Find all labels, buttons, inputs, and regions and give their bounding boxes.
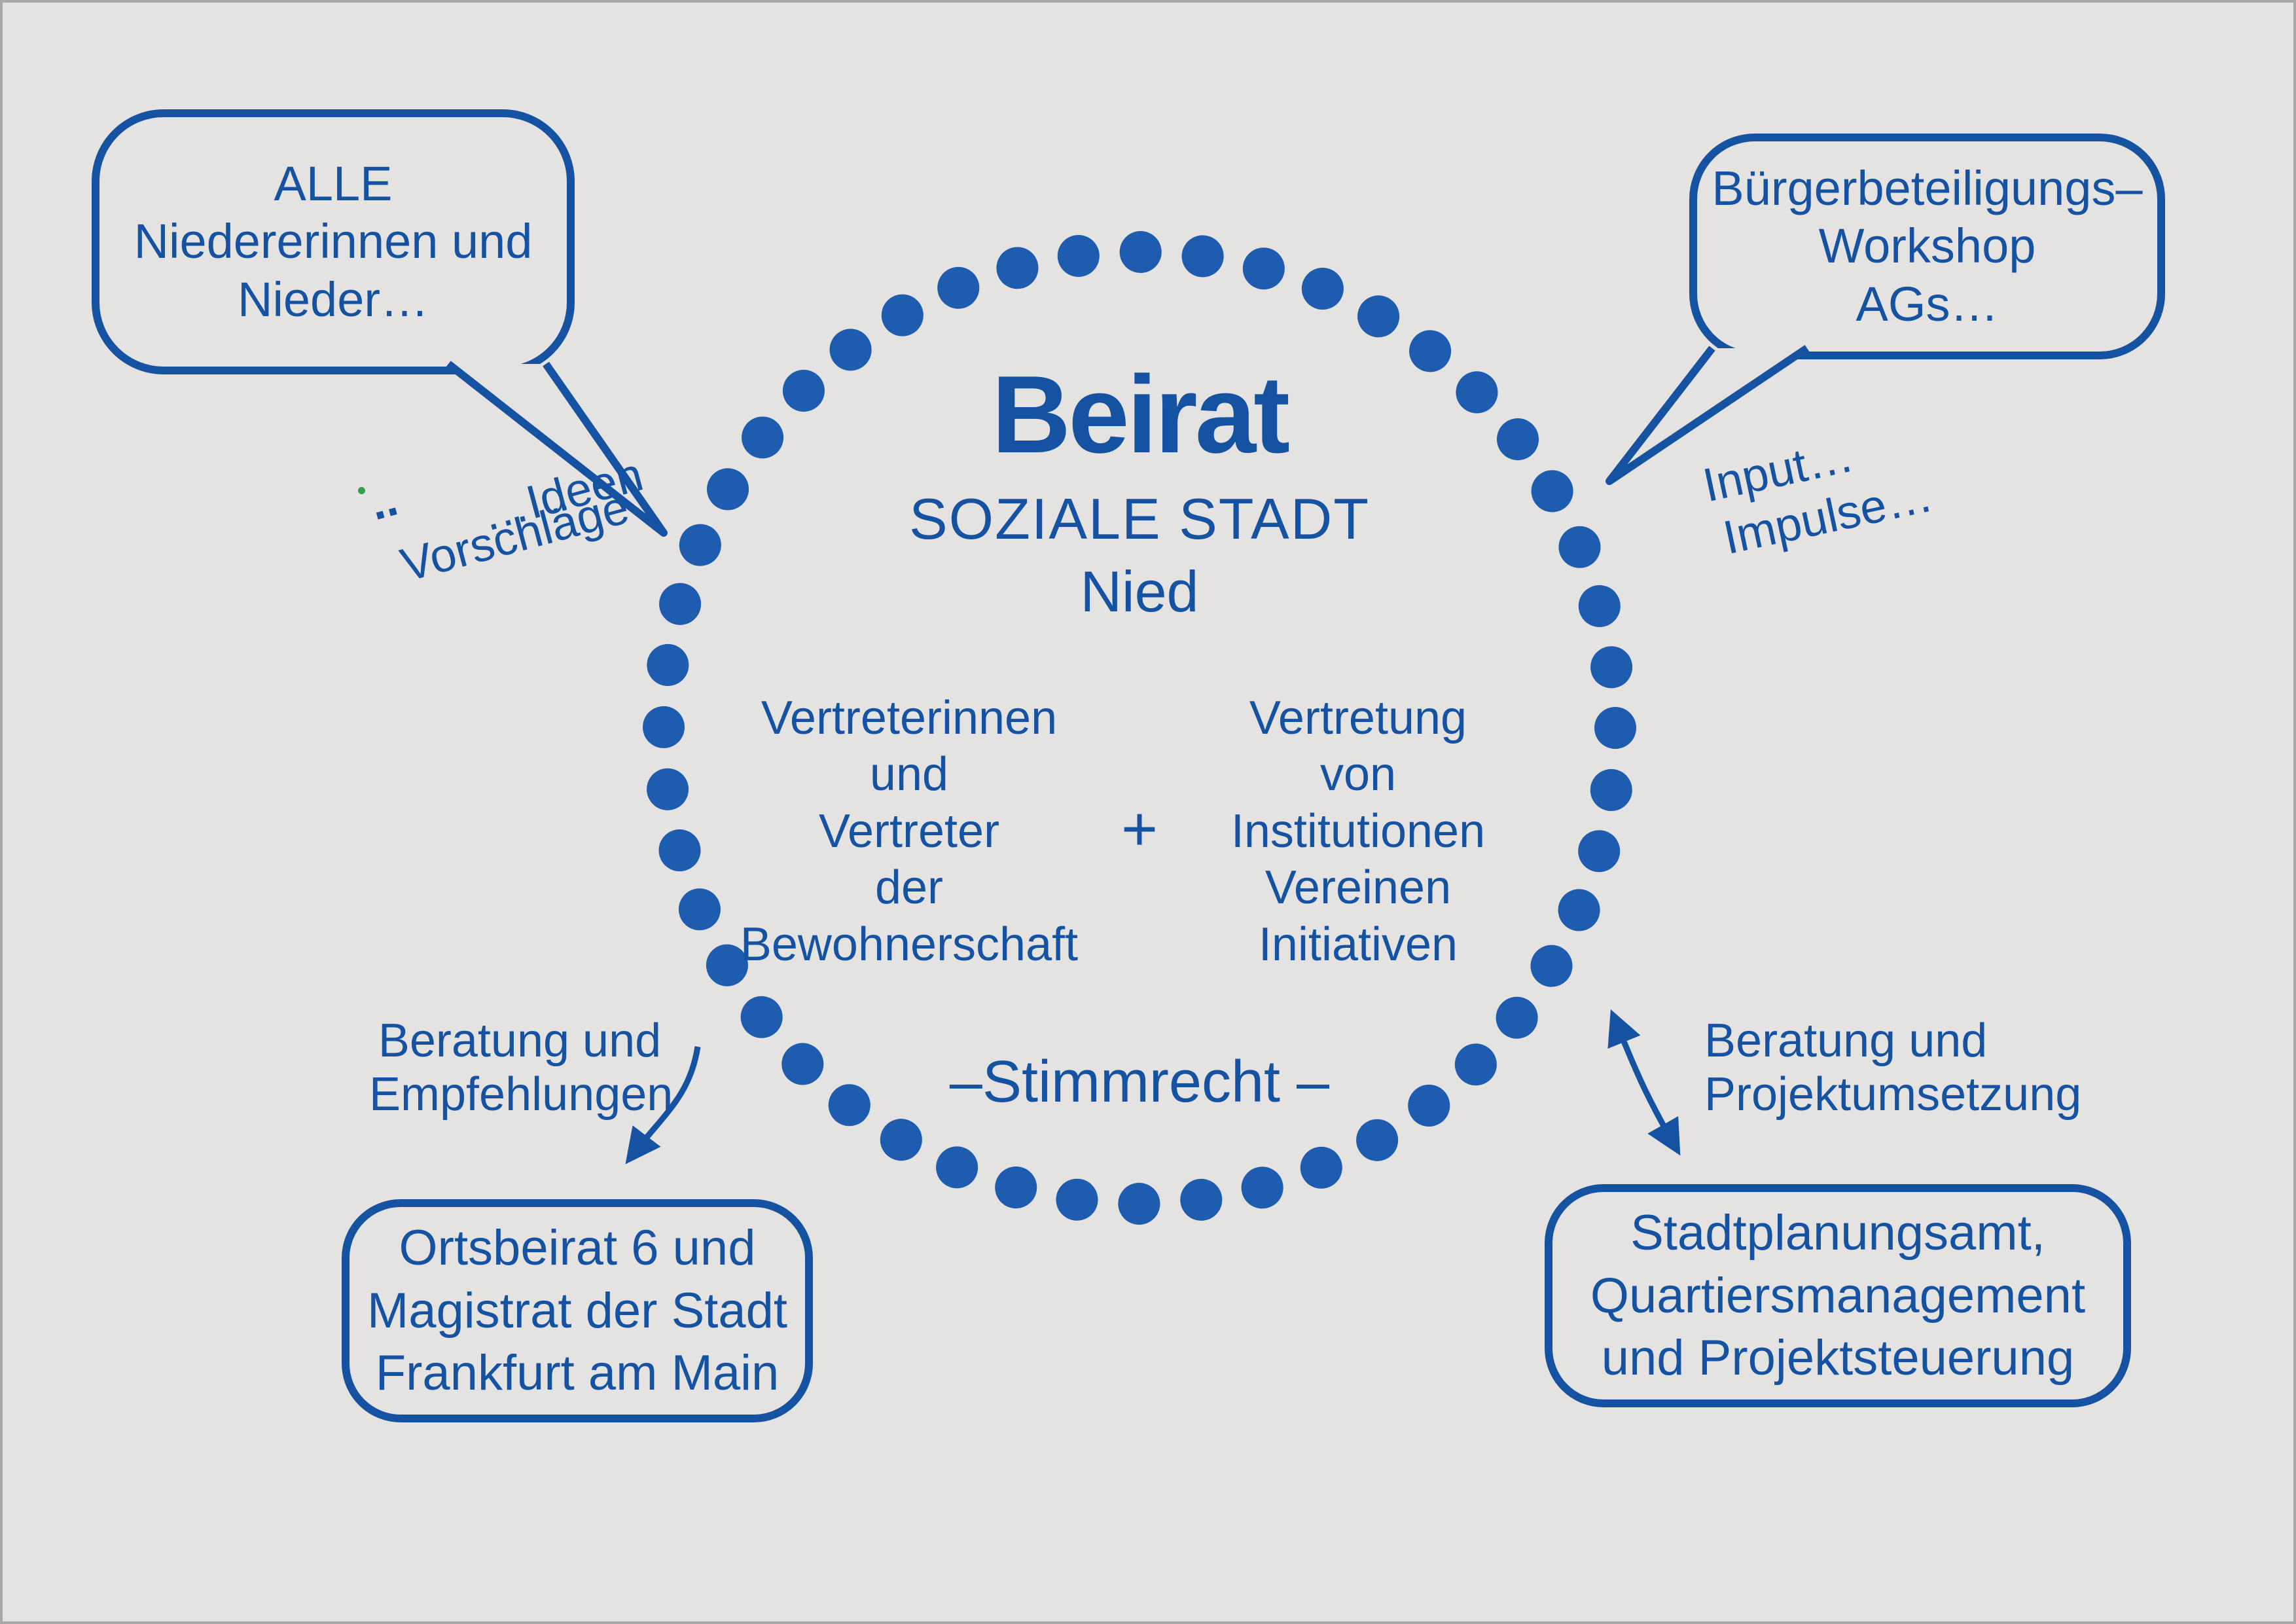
group-bewohnerschaft: Vertreterinnen und Vertreter der Bewohne… (677, 690, 1141, 973)
label-line: Beratung und (1704, 1015, 1988, 1067)
bubble-line: Niedererinnen und (134, 214, 533, 269)
arrow-right-double (1607, 1009, 1681, 1156)
group-line: und (869, 748, 949, 801)
voting-note: –Stimmrecht – (949, 1049, 1330, 1115)
box-line: Quartiersmanagement (1590, 1267, 2086, 1324)
label-beratung-projektumsetzung: Beratung und Projektumsetzung (1704, 1014, 2123, 1121)
label-line: Beratung und (378, 1015, 662, 1067)
speech-bubble-workshops: Bürgerbeteiligungs– Workshop AGs… (1689, 134, 2165, 359)
box-ortsbeirat: Ortsbeirat 6 und Magistrat der Stadt Fra… (342, 1199, 813, 1422)
annotation-stray-dots: .. (364, 473, 403, 531)
group-line: Initiativen (1258, 918, 1458, 971)
box-line: Ortsbeirat 6 und (399, 1219, 756, 1276)
group-line: Vertreter (818, 804, 1000, 857)
subtitle-nied: Nied (1080, 558, 1199, 624)
label-line: Projektumsetzung (1704, 1068, 2082, 1121)
label-beratung-empfehlungen: Beratung und Empfehlungen (369, 1014, 673, 1121)
group-line: Bewohnerschaft (740, 918, 1079, 971)
bubble-line: Nieder… (238, 272, 429, 327)
green-mark (358, 487, 365, 494)
circle-title-block: Beirat SOZIALE STADT Nied (812, 359, 1467, 624)
box-stadtplanungsamt: Stadtplanungsamt, Quartiersmanagement un… (1545, 1184, 2131, 1407)
group-line: der (874, 861, 944, 914)
group-institutionen: Vertretung von Institutionen Vereinen In… (1126, 690, 1590, 973)
group-line: Vertretung (1249, 692, 1467, 744)
group-line: von (1319, 748, 1397, 801)
bubble-line: Bürgerbeteiligungs– (1712, 161, 2143, 216)
group-line: Institutionen (1230, 804, 1486, 857)
box-line: und Projektsteuerung (1601, 1330, 2075, 1386)
group-line: Vertreterinnen (761, 692, 1058, 744)
subtitle-soziale-stadt: SOZIALE STADT (908, 486, 1371, 551)
label-line: Empfehlungen (369, 1068, 673, 1121)
box-line: Stadtplanungsamt, (1630, 1204, 2045, 1261)
title-beirat: Beirat (991, 353, 1290, 476)
bubble-line: ALLE (274, 156, 393, 211)
bubble-line: AGs… (1856, 276, 1999, 331)
box-line: Frankfurt am Main (375, 1345, 780, 1401)
speech-bubble-all-residents: ALLE Niedererinnen und Nieder… (92, 109, 575, 374)
group-line: Vereinen (1265, 861, 1452, 914)
box-line: Magistrat der Stadt (367, 1282, 788, 1339)
bubble-line: Workshop (1818, 219, 2036, 274)
